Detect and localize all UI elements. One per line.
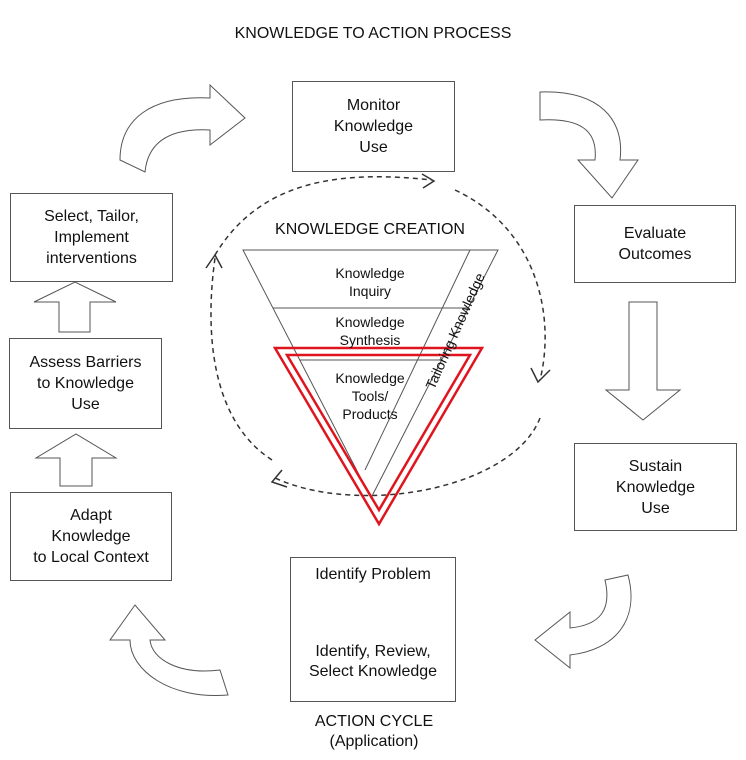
knowledge-tools-label: Knowledge Tools/ Products xyxy=(335,370,405,422)
tailoring-band-line xyxy=(364,249,471,471)
dashed-cycle-left-arrowhead xyxy=(205,253,223,269)
curved-arrow-bottom-right xyxy=(534,574,632,670)
knowledge-funnel xyxy=(242,249,499,500)
curved-arrow-top-left xyxy=(119,83,246,173)
knowledge-synthesis-label: Knowledge Synthesis xyxy=(335,314,405,348)
identify-problem-label: Identify Problem xyxy=(315,566,431,583)
dashed-cycle-right-arrowhead xyxy=(530,367,551,384)
block-arrow-up-left-lower xyxy=(34,433,118,487)
dashed-cycle-bottom-arrowhead xyxy=(270,469,288,488)
knowledge-inquiry-label: Knowledge Inquiry xyxy=(335,265,405,299)
evaluate-outcomes-box: Evaluate Outcomes xyxy=(574,205,736,283)
dashed-cycle-left xyxy=(210,257,273,461)
identify-review-select-label: Identify, Review, Select Knowledge xyxy=(308,643,438,680)
select-tailor-implement-box: Select, Tailor, Implement interventions xyxy=(10,193,173,282)
assess-barriers-box: Assess Barriers to Knowledge Use xyxy=(9,338,162,429)
highlight-triangle-inner xyxy=(284,353,473,513)
highlight-triangle-outer xyxy=(272,346,485,527)
diagram-title: KNOWLEDGE TO ACTION PROCESS xyxy=(234,25,512,42)
block-arrow-up-left-upper xyxy=(33,281,117,333)
knowledge-creation-heading: KNOWLEDGE CREATION xyxy=(275,221,465,238)
sustain-knowledge-use-box: Sustain Knowledge Use xyxy=(574,443,737,531)
curved-arrow-top-right xyxy=(539,91,639,199)
curved-arrow-bottom-left xyxy=(109,604,229,697)
action-cycle-label: ACTION CYCLE (Application) xyxy=(314,713,434,750)
dashed-cycle-bottom xyxy=(274,417,541,497)
dashed-cycle-right xyxy=(454,189,546,381)
adapt-knowledge-box: Adapt Knowledge to Local Context xyxy=(10,492,172,581)
dashed-cycle-top xyxy=(214,176,433,256)
dashed-cycle-top-arrowhead xyxy=(421,173,436,189)
block-arrow-down-right xyxy=(604,301,682,421)
monitor-knowledge-use-box: Monitor Knowledge Use xyxy=(292,81,455,172)
identify-box xyxy=(290,557,456,702)
